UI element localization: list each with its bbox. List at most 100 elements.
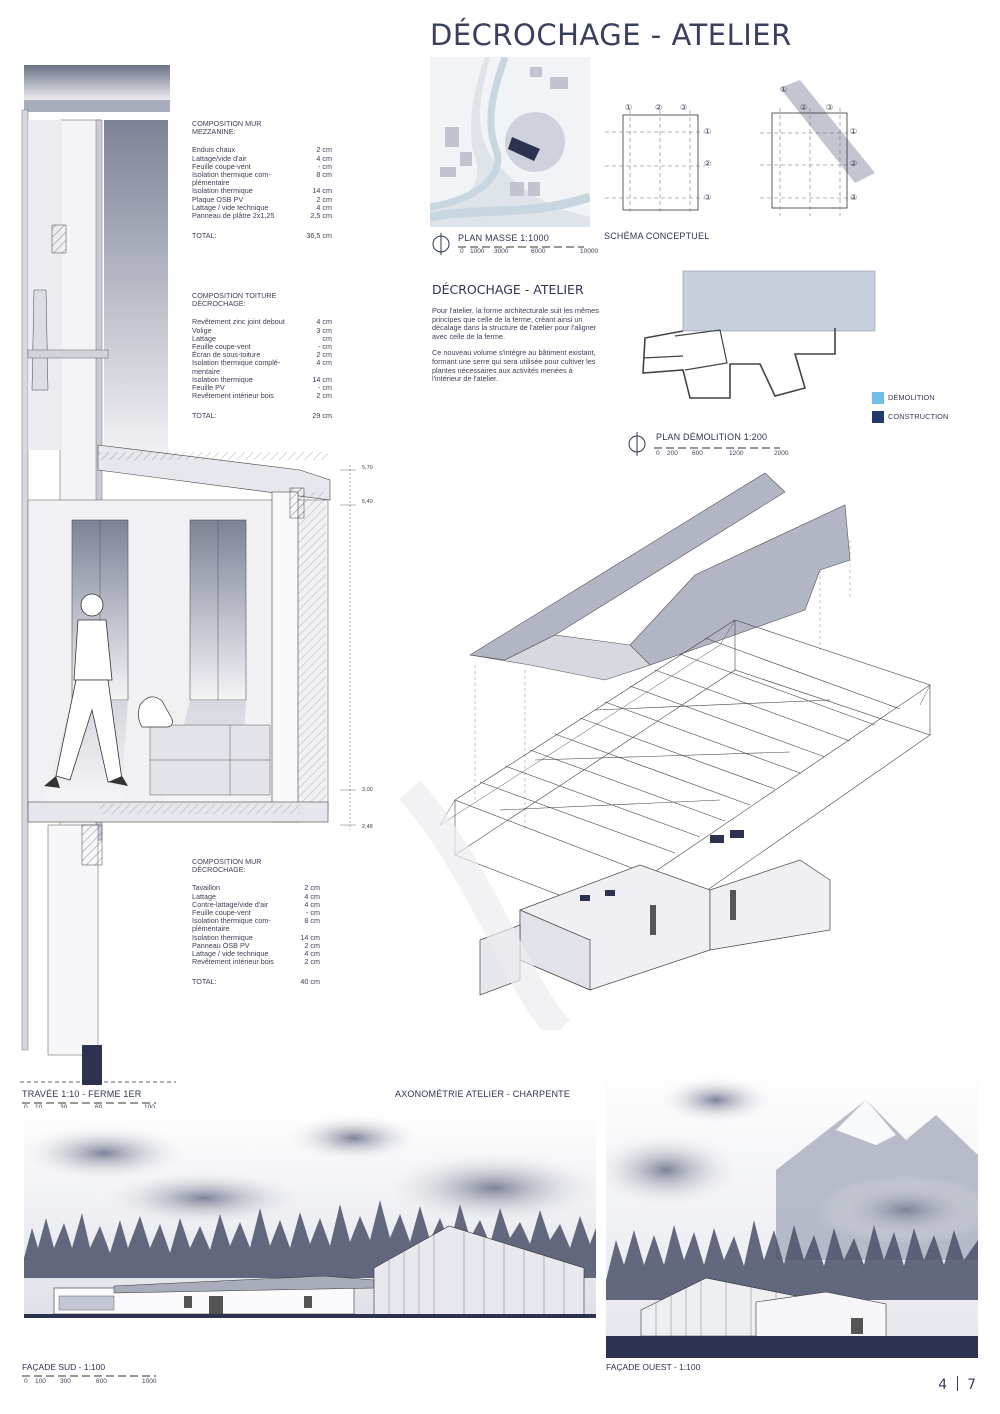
scale-tick: 10	[35, 1104, 43, 1111]
axis-label: ②	[704, 159, 712, 168]
facade-sud-label: FAÇADE SUD - 1:100	[22, 1362, 106, 1372]
layer-label: plémentaire	[192, 924, 230, 934]
scale-tick: 30	[60, 1104, 68, 1111]
axis-label: ①	[850, 127, 858, 136]
description-paragraph: Ce nouveau volume s'intègre au bâtiment …	[432, 348, 596, 384]
layer-label: Feuille coupe-vent	[192, 908, 251, 918]
scale-tick: 1200	[729, 450, 744, 457]
plan-masse-scale-bar	[458, 246, 584, 248]
concept-schema-1	[605, 110, 705, 215]
concept-schema-2	[760, 80, 875, 216]
layer-label: Lattage / vide technique	[192, 202, 269, 212]
scale-tick: 1000	[470, 248, 485, 255]
layer-value: 4 cm	[316, 202, 332, 212]
composition-subheading: MEZZANINE:	[192, 127, 236, 137]
layer-label: Panneau de plâtre 2x1,25	[192, 211, 275, 221]
layer-value: 4 cm	[304, 891, 320, 901]
layer-value: - cm	[318, 383, 332, 393]
facade-sud-scale-bar	[22, 1375, 156, 1377]
layer-label: Écran de sous-toiture	[192, 350, 261, 360]
scale-tick: 0	[460, 248, 464, 255]
layer-label: Feuille coupe-vent	[192, 161, 251, 171]
layer-label: Isolation thermique	[192, 932, 253, 942]
axonometry-drawing	[400, 472, 931, 1030]
scale-tick: 100	[35, 1378, 46, 1385]
layer-label: Revêtement zinc joint debout	[192, 317, 285, 327]
level-mark: 2,48	[362, 824, 373, 830]
section-drawing	[20, 65, 356, 1085]
legend-swatch-construction	[872, 411, 884, 423]
layer-value: 2 cm	[304, 957, 320, 967]
page-number: 4 7	[938, 1376, 976, 1393]
total-label: TOTAL:	[192, 411, 217, 421]
layer-label: Lattage / vide technique	[192, 949, 269, 959]
schema-label: SCHÉMA CONCEPTUEL	[604, 231, 710, 241]
scale-tick: 0	[24, 1378, 28, 1385]
scale-tick: 10000	[580, 248, 599, 255]
layer-label: Revêtement intérieur bois	[192, 391, 274, 401]
plan-masse-label: PLAN MASSE 1:1000	[458, 233, 549, 243]
facade-ouest-label: FAÇADE OUEST - 1:100	[606, 1362, 701, 1372]
layer-label: Revêtement intérieur bois	[192, 957, 274, 967]
layer-value: 2 cm	[316, 350, 332, 360]
layer-label: Feuille PV	[192, 383, 225, 393]
layer-label: Isolation thermique com-	[192, 916, 271, 926]
description-paragraph: Pour l'atelier, la forme architecturale …	[432, 306, 599, 341]
plan-demolition-scale-bar	[654, 447, 780, 449]
layer-value: - cm	[306, 908, 320, 918]
north-arrow-icon	[628, 432, 646, 456]
layer-label: Isolation thermique complé-	[192, 358, 281, 368]
layer-value: 3 cm	[316, 325, 332, 335]
layer-label: Volige	[192, 325, 212, 335]
axo-label: AXONOMÉTRIE ATELIER - CHARPENTE	[395, 1089, 571, 1099]
axis-label: ②	[850, 159, 858, 168]
layer-value: 2 cm	[316, 391, 332, 401]
facade-ouest-drawing	[606, 1060, 978, 1358]
scale-tick: 300	[60, 1378, 71, 1385]
layer-value: 4 cm	[316, 317, 332, 327]
legend-label: DÉMOLITION	[888, 393, 935, 402]
scale-tick: 60	[95, 1104, 103, 1111]
total-value: 36,5 cm	[306, 231, 332, 241]
layer-value: - cm	[318, 342, 332, 352]
axis-label: ②	[800, 103, 808, 112]
scale-tick: 600	[96, 1378, 107, 1385]
section-heading: DÉCROCHAGE - ATELIER	[432, 282, 584, 297]
scale-tick: 600	[692, 450, 703, 457]
page-total: 7	[967, 1377, 976, 1393]
demolition-plan	[642, 270, 876, 399]
total-label: TOTAL:	[192, 977, 217, 987]
layer-value: 4 cm	[304, 949, 320, 959]
layer-value: 14 cm	[312, 374, 332, 384]
layer-label: plémentaire	[192, 178, 230, 188]
legend-swatch-demolition	[872, 392, 884, 404]
axis-label: ③	[850, 193, 858, 202]
axis-label: ①	[780, 85, 788, 94]
scale-tick: 2000	[774, 450, 789, 457]
travee-scale-bar	[22, 1102, 156, 1104]
layer-value: 14 cm	[312, 186, 332, 196]
axis-label: ③	[704, 193, 712, 202]
north-arrow-icon	[432, 233, 450, 255]
composition-heading: COMPOSITION TOITURE	[192, 291, 277, 300]
layer-label: Isolation thermique	[192, 186, 253, 196]
scale-tick: 1000	[142, 1378, 157, 1385]
layer-value: 4 cm	[316, 358, 332, 368]
layer-label: Plaque OSB PV	[192, 194, 244, 204]
layer-label: Isolation thermique com-	[192, 170, 271, 180]
axis-label: ③	[826, 103, 834, 112]
scale-tick: 0	[24, 1104, 28, 1111]
axis-label: ①	[704, 127, 712, 136]
composition-heading: COMPOSITION MUR	[192, 119, 262, 128]
axis-label: ③	[680, 103, 688, 112]
layer-value: 2,5 cm	[310, 211, 332, 221]
page-title: DÉCROCHAGE - ATELIER	[430, 18, 792, 52]
layer-value: 8 cm	[316, 170, 332, 180]
scale-tick: 100	[144, 1104, 155, 1111]
site-plan	[430, 57, 590, 227]
total-value: 40 cm	[300, 977, 320, 987]
page-current: 4	[938, 1377, 948, 1393]
layer-value: cm	[322, 333, 332, 343]
